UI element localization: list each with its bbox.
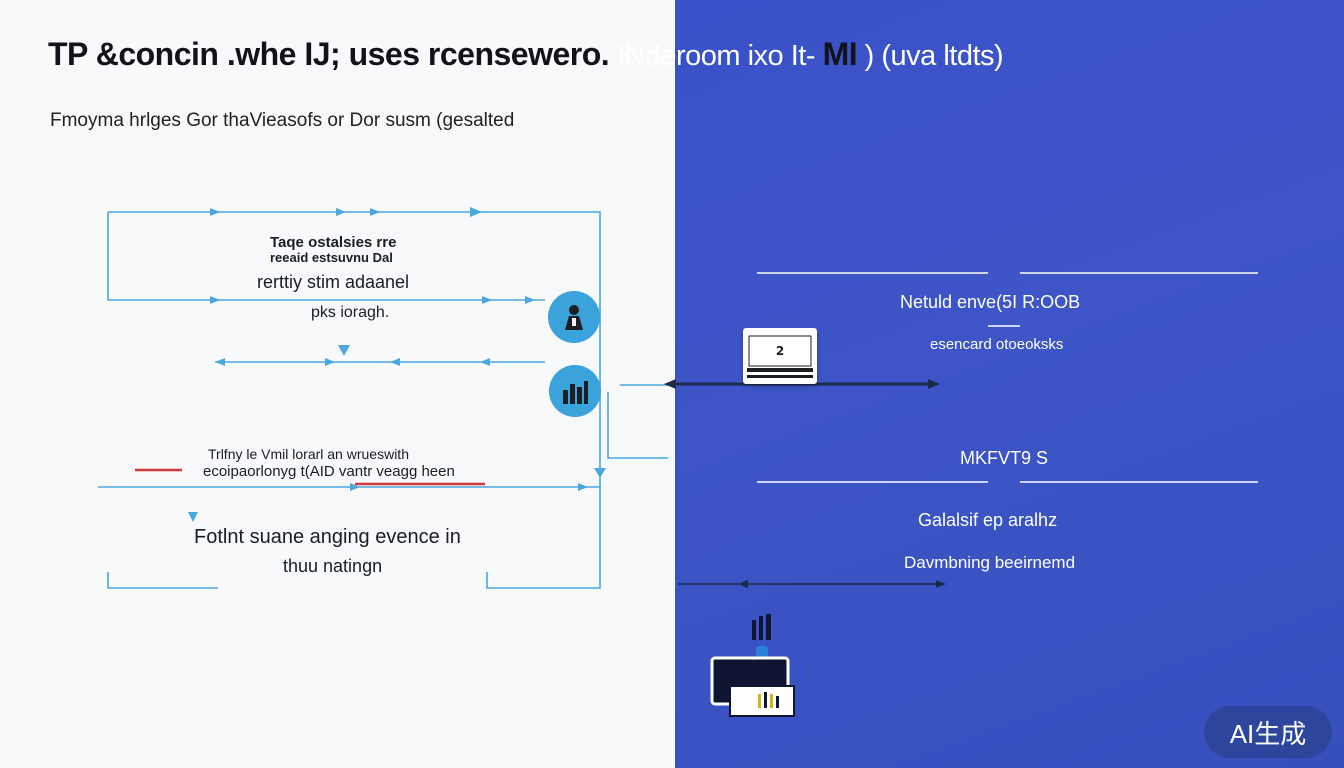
arrow-marker bbox=[350, 483, 360, 491]
bottom-text-line-2: thuu natingn bbox=[283, 556, 383, 576]
arrow-marker bbox=[578, 483, 588, 491]
right-label-3: MKFVT9 S bbox=[960, 448, 1049, 468]
dark-arrows bbox=[664, 379, 946, 588]
arrow-marker bbox=[664, 379, 676, 389]
right-label-4: Galalsif ep aralhz bbox=[918, 510, 1058, 530]
page-title: TP &concin .whe IJ; uses rcensewero. INd… bbox=[48, 34, 1338, 78]
arrow-marker bbox=[738, 580, 748, 588]
mid-text-line-2: ecoipaorlonyg t(AID vantr veagg heen bbox=[203, 463, 455, 480]
arrow-marker bbox=[210, 208, 220, 216]
bottom-text-line-1: Fotlnt suane anging evence in bbox=[194, 526, 461, 548]
arrow-marker bbox=[525, 296, 535, 304]
bottom-left-bracket bbox=[107, 572, 218, 589]
arrow-marker bbox=[215, 358, 225, 366]
arrow-marker bbox=[336, 208, 346, 216]
title-dark-part-2: MI bbox=[822, 36, 858, 72]
right-connectors bbox=[757, 272, 1258, 483]
red-accent-lines bbox=[135, 468, 485, 486]
arrow-marker bbox=[482, 296, 492, 304]
arrow-marker bbox=[480, 358, 490, 366]
bar-chart-icon bbox=[549, 365, 601, 417]
mid-text-line-1: Trlfny le Vmil lorarl an wrueswith bbox=[208, 446, 409, 462]
arrow-marker bbox=[936, 580, 946, 588]
top-text-line-3: rerttiy stim adaanel bbox=[257, 272, 410, 292]
top-text-line-1: Taqe ostalsies rre bbox=[270, 234, 397, 251]
monitor-chart-icon bbox=[708, 612, 800, 722]
arrow-marker bbox=[928, 379, 940, 389]
arrow-marker bbox=[390, 358, 400, 366]
top-box-left bbox=[107, 212, 545, 301]
left-connectors bbox=[98, 211, 668, 589]
side-connector bbox=[607, 392, 668, 459]
laptop-icon: 2 bbox=[743, 328, 817, 384]
arrow-marker bbox=[210, 296, 220, 304]
bottom-right-bracket bbox=[486, 572, 601, 589]
title-dark-part: TP &concin .whe IJ; uses rcensewero. bbox=[48, 36, 610, 72]
right-label-2: esencard otoeoksks bbox=[930, 336, 1064, 353]
title-light-part-2: ) (uva ltdts) bbox=[857, 40, 1004, 72]
arrow-marker bbox=[370, 208, 380, 216]
page-subtitle: Fmoyma hrlges Gor thaVieasofs or Dor sus… bbox=[50, 110, 515, 131]
top-text-line-4: pks ioragh. bbox=[311, 304, 390, 321]
person-icon bbox=[548, 291, 600, 343]
arrow-marker bbox=[325, 358, 335, 366]
top-box-frame bbox=[108, 211, 601, 572]
connector-arrows bbox=[188, 207, 606, 522]
title-light-part: INderoom ixo It- bbox=[609, 40, 823, 72]
right-label-1: Netuld enve(5I R:OOB bbox=[900, 292, 1081, 312]
right-label-5: Davmbning beeirnemd bbox=[904, 553, 1076, 572]
arrow-marker bbox=[594, 468, 606, 478]
svg-text:2: 2 bbox=[776, 344, 784, 358]
arrow-marker bbox=[470, 207, 482, 217]
ai-generated-badge: AI生成 bbox=[1204, 706, 1332, 758]
top-text-line-2: reeaid estsuvnu Dal bbox=[270, 250, 393, 265]
arrow-marker bbox=[338, 345, 350, 356]
arrow-marker bbox=[188, 512, 198, 522]
